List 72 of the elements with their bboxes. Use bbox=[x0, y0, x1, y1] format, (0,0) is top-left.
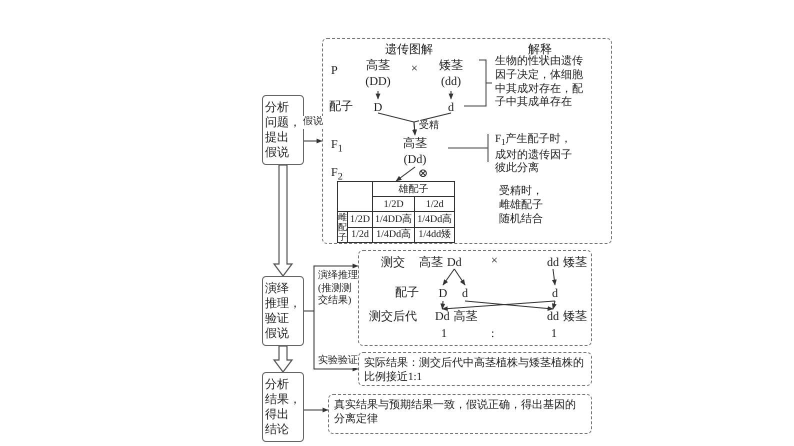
step-box: 演绎推理，验证假说 bbox=[262, 276, 304, 346]
table-cell: 1/2D bbox=[348, 212, 372, 227]
table-cell: 1/2d bbox=[414, 196, 455, 212]
cross-symbol: × bbox=[411, 61, 418, 76]
conclusion-box: 真实结果与预期结果一致，假说正确，得出基因的分离定律 bbox=[328, 394, 592, 434]
parent-text: (dd) bbox=[440, 73, 462, 89]
result-box: 实际结果：测交后代中高茎植株与矮茎植株的比例接近1:1 bbox=[358, 352, 592, 386]
edge-label: 假说 bbox=[303, 116, 323, 128]
arrow bbox=[442, 300, 556, 311]
phenotype-text: 矮茎 bbox=[563, 255, 587, 269]
arrow bbox=[442, 268, 455, 286]
parent-text: 矮茎 bbox=[438, 57, 464, 73]
step-box: 分析结果，得出结论 bbox=[262, 372, 304, 442]
table-cell: 1/2d bbox=[348, 227, 372, 242]
genotype-text: dd bbox=[547, 255, 559, 269]
offspring-text: 高茎 bbox=[402, 135, 428, 151]
gamete-text: D bbox=[437, 285, 449, 301]
hollow-arrow bbox=[272, 345, 294, 373]
edge-label: 实验验证 bbox=[318, 355, 358, 368]
arrow bbox=[304, 138, 323, 144]
arrow bbox=[464, 300, 554, 311]
parent-text: 高茎 bbox=[365, 57, 391, 73]
cross-symbol: × bbox=[491, 253, 498, 268]
arrow bbox=[448, 90, 454, 100]
table-cell: 1/4Dd高 bbox=[372, 227, 415, 242]
arrow bbox=[412, 112, 452, 136]
gamete-text: d bbox=[549, 285, 561, 301]
generation-label: P bbox=[331, 63, 338, 78]
explanation-text: 生物的性状由遗传因子决定，体细胞中其成对存在，配子中其成单存在 bbox=[495, 55, 584, 110]
phenotype-text: 高茎 bbox=[419, 255, 443, 269]
arrow bbox=[396, 166, 416, 182]
genotype-text: Dd bbox=[435, 309, 450, 323]
table-cell: 雌配子 bbox=[338, 212, 348, 242]
table-cell: 1/4dd矮 bbox=[414, 227, 455, 242]
heading: 解释 bbox=[528, 42, 552, 56]
arrow bbox=[552, 268, 557, 286]
step-box: 分析问题，提出假说 bbox=[262, 95, 304, 165]
explanation-text: F$_{1}$产生配子时，成对的遗传因子彼此分离 bbox=[495, 133, 573, 176]
punnett-table bbox=[337, 181, 456, 243]
table-cell: 1/4Dd高 bbox=[414, 212, 455, 227]
table-cell: 1/2D bbox=[372, 196, 415, 212]
phenotype-text: 矮茎 bbox=[563, 309, 587, 323]
genotype-text: dd bbox=[547, 309, 559, 323]
genotype-text: Dd bbox=[447, 255, 462, 269]
ratio-text: 1 bbox=[551, 326, 557, 341]
parent-text: (DD) bbox=[364, 73, 392, 89]
heading: 遗传图解 bbox=[385, 42, 433, 57]
gamete-text: D bbox=[371, 99, 385, 113]
ratio-text: : bbox=[491, 326, 494, 341]
generation-label: F$_{1}$ bbox=[331, 137, 343, 156]
edge-label: 受精 bbox=[419, 120, 439, 132]
row-label: 测交后代 bbox=[369, 309, 417, 324]
gamete-text: d bbox=[459, 285, 471, 301]
generation-label: F$_{2}$ bbox=[331, 165, 343, 184]
arrow bbox=[454, 268, 466, 286]
edge-label: 演绎推理(推测测交结果) bbox=[318, 270, 358, 308]
row-label: 配子 bbox=[329, 99, 353, 114]
table-cell: 雄配子 bbox=[372, 182, 455, 196]
arrow bbox=[552, 300, 557, 310]
row-label: 配子 bbox=[395, 285, 419, 300]
ratio-text: 1 bbox=[441, 326, 447, 341]
row-label: 测交 bbox=[381, 255, 405, 270]
explanation-text: 受精时，雌雄配子随机结合 bbox=[499, 185, 544, 226]
arrow bbox=[376, 90, 380, 100]
phenotype-text: 高茎 bbox=[454, 309, 478, 323]
hollow-arrow bbox=[272, 164, 294, 277]
gamete-text: d bbox=[444, 99, 458, 113]
offspring-text: (Dd) bbox=[402, 151, 428, 167]
table-cell: 1/4DD高 bbox=[372, 212, 415, 227]
dashed-panel bbox=[358, 250, 592, 346]
arrow bbox=[440, 300, 446, 310]
arrow bbox=[304, 408, 329, 412]
